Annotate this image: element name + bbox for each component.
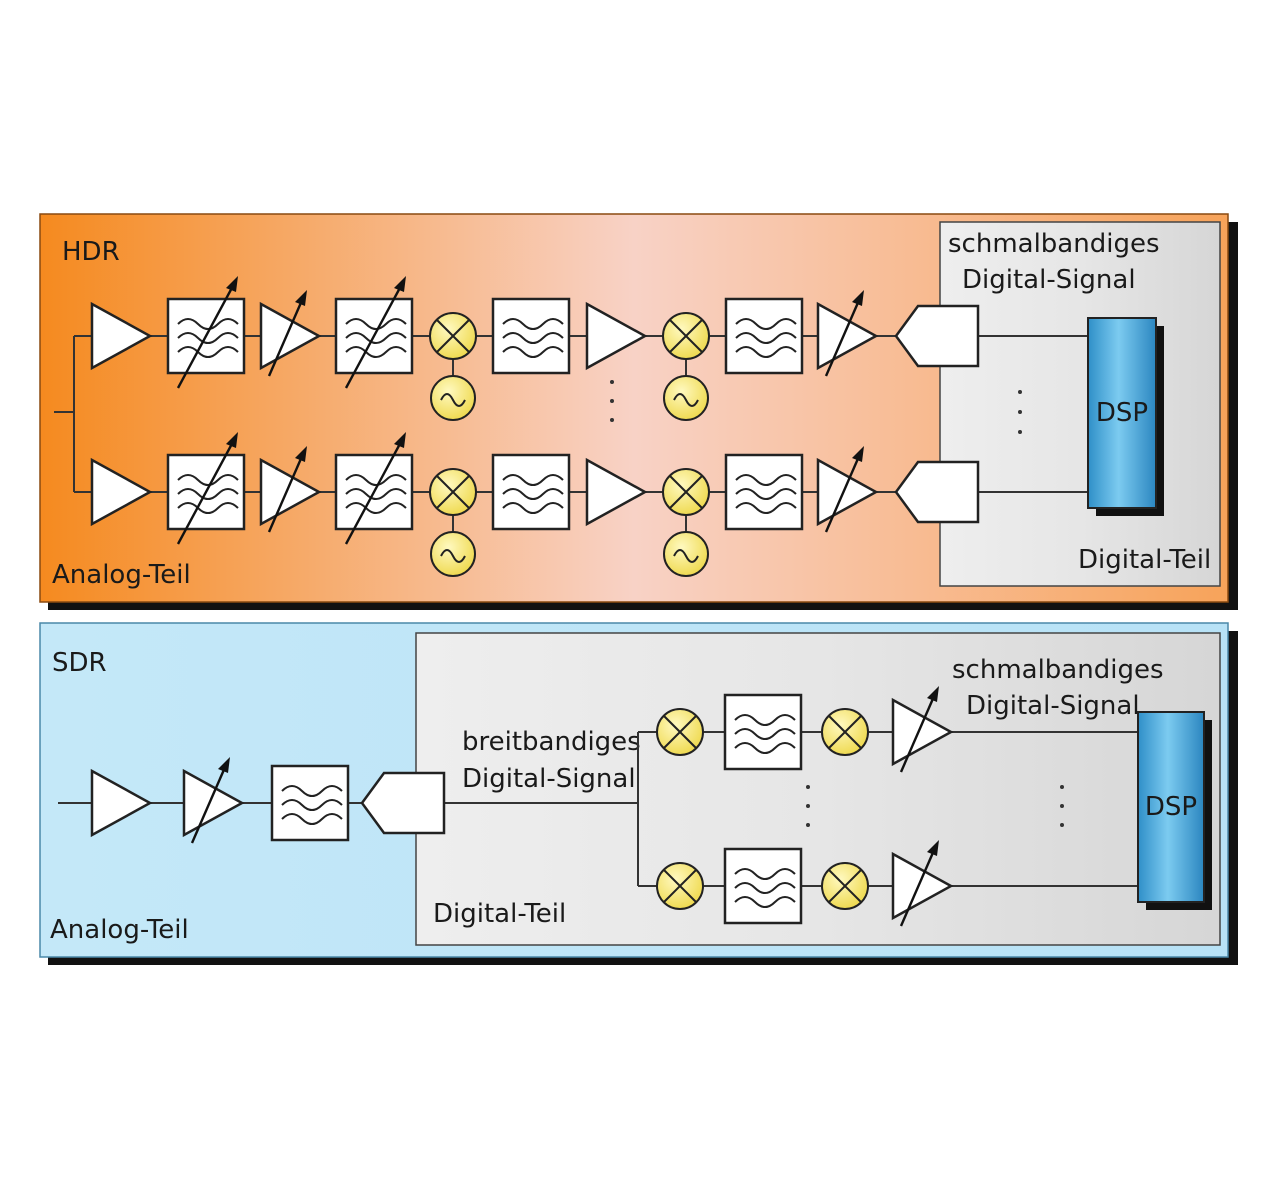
- oscillator-icon: [663, 375, 709, 421]
- filter-icon: [723, 693, 803, 771]
- hdr-signal-label-2: Digital-Signal: [962, 265, 1136, 295]
- filter-icon: [491, 453, 571, 531]
- hdr-digital-area: [939, 221, 1221, 587]
- sdr-wide-label-1: breitbandiges: [462, 727, 641, 757]
- sdr-narrow-label-1: schmalbandiges: [952, 655, 1164, 685]
- filter-icon: [723, 847, 803, 925]
- mixer-icon: [656, 862, 704, 910]
- mixer-icon: [656, 708, 704, 756]
- oscillator-icon: [430, 375, 476, 421]
- sdr-digital-label: Digital-Teil: [433, 899, 566, 929]
- mixer-icon: [821, 862, 869, 910]
- mixer-icon: [662, 312, 710, 360]
- sdr-wide-label-2: Digital-Signal: [462, 764, 636, 794]
- filter-icon: [724, 297, 804, 375]
- hdr-dsp-label: DSP: [1096, 398, 1148, 428]
- oscillator-icon: [430, 531, 476, 577]
- hdr-signal-label-1: schmalbandiges: [948, 229, 1160, 259]
- sdr-dsp-block: [1137, 711, 1205, 903]
- hdr-digital-label: Digital-Teil: [1078, 545, 1211, 575]
- oscillator-icon: [663, 531, 709, 577]
- sdr-analog-label: Analog-Teil: [50, 915, 189, 945]
- filter-icon: [491, 297, 571, 375]
- mixer-icon: [429, 468, 477, 516]
- hdr-dsp-block: [1087, 317, 1157, 509]
- sdr-panel: SDR Analog-Teil Digital-Teil breitbandig…: [39, 622, 1238, 965]
- hdr-title: HDR: [62, 237, 120, 267]
- filter-icon: [270, 764, 350, 842]
- sdr-narrow-label-2: Digital-Signal: [966, 691, 1140, 721]
- sdr-digital-area: [415, 632, 1221, 946]
- mixer-icon: [429, 312, 477, 360]
- hdr-panel: HDR Analog-Teil Digital-Teil schmalbandi…: [39, 213, 1238, 610]
- sdr-title: SDR: [52, 648, 107, 678]
- sdr-dsp-label: DSP: [1145, 792, 1197, 822]
- hdr-analog-label: Analog-Teil: [52, 560, 191, 590]
- mixer-icon: [662, 468, 710, 516]
- ellipsis-icon: [806, 785, 1064, 827]
- ellipsis-icon: [610, 380, 1022, 434]
- filter-icon: [724, 453, 804, 531]
- mixer-icon: [821, 708, 869, 756]
